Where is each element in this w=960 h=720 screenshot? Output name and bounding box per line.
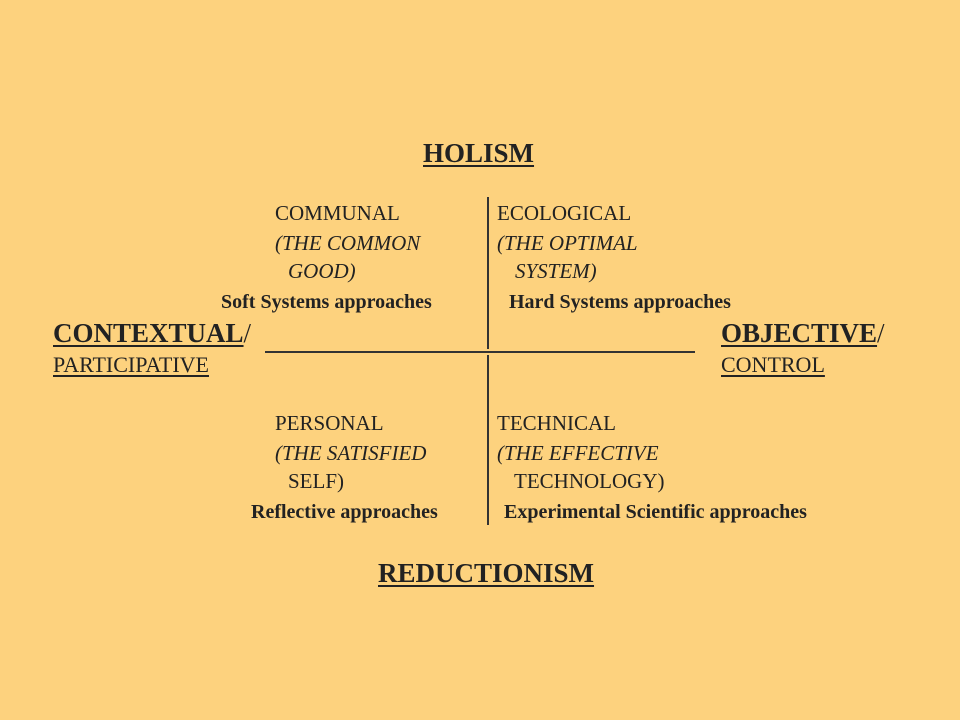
quadrant-communal-subtitle-1: (THE COMMON (275, 231, 421, 255)
horizontal-axis (265, 351, 695, 353)
contextual-slash: / (243, 318, 252, 348)
quadrant-technical-subtitle-2: TECHNOLOGY) (514, 469, 665, 493)
vertical-axis-lower (487, 355, 489, 525)
quadrant-personal-title: PERSONAL (275, 411, 384, 435)
quadrant-ecological-subtitle-2: SYSTEM) (515, 259, 597, 283)
quadrant-technical-approach: Experimental Scientific approaches (504, 501, 807, 523)
quadrant-communal-title: COMMUNAL (275, 201, 400, 225)
objective-text: OBJECTIVE (721, 318, 878, 348)
quadrant-ecological-subtitle-1: (THE OPTIMAL (497, 231, 638, 255)
quadrant-ecological-approach: Hard Systems approaches (509, 291, 731, 313)
axis-label-holism: HOLISM (423, 138, 535, 168)
axis-label-participative: PARTICIPATIVE (53, 352, 209, 377)
axis-label-contextual: CONTEXTUAL/ (53, 320, 251, 347)
vertical-axis-upper (487, 197, 489, 349)
quadrant-personal-subtitle-2: SELF) (288, 469, 345, 493)
axis-label-objective: OBJECTIVE/ (721, 320, 885, 347)
axis-label-control: CONTROL (721, 352, 825, 377)
contextual-text: CONTEXTUAL (53, 318, 244, 348)
quadrant-technical-title: TECHNICAL (497, 411, 616, 435)
objective-slash: / (877, 318, 885, 348)
quadrant-personal-approach: Reflective approaches (251, 501, 438, 523)
quadrant-ecological-title: ECOLOGICAL (497, 201, 632, 225)
axis-label-reductionism: REDUCTIONISM (378, 558, 595, 588)
quadrant-technical-subtitle-1: (THE EFFECTIVE (497, 441, 659, 465)
quadrant-personal-subtitle-1: (THE SATISFIED (275, 441, 427, 465)
quadrant-communal-subtitle-2: GOOD) (288, 259, 356, 283)
quadrant-communal-approach: Soft Systems approaches (221, 291, 432, 313)
